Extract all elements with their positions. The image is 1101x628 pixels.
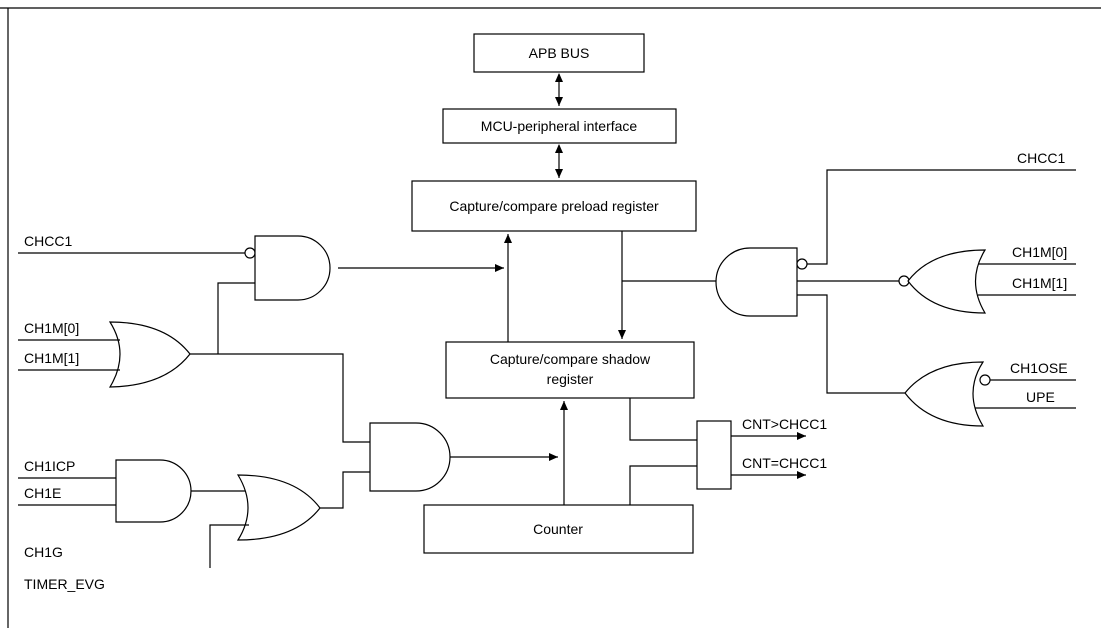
cnt-gt-label: CNT>CHCC1 <box>742 416 827 432</box>
preload-register-block: Capture/compare preload register <box>411 180 697 232</box>
shadow-register-block: Capture/compare shadow register <box>445 341 695 399</box>
preload-register-label: Capture/compare preload register <box>449 198 659 214</box>
shadow-register-label-2: register <box>547 371 594 387</box>
or4-gate <box>904 361 985 427</box>
and1-invert-bubble <box>244 247 256 259</box>
cnt-eq-label: CNT=CHCC1 <box>742 455 827 471</box>
or2-output-wire <box>320 471 370 509</box>
and1-gate <box>254 235 331 301</box>
chcc1-right-label: CHCC1 <box>1017 150 1065 166</box>
or4-invert-bubble <box>979 374 991 386</box>
apb-bus-block: APB BUS <box>473 33 645 73</box>
chcc1-right-wire <box>807 169 1076 265</box>
shadow-register-label-1: Capture/compare shadow <box>490 351 651 367</box>
upe-label: UPE <box>1026 389 1055 405</box>
or2-gate <box>236 474 321 541</box>
mcu-interface-label: MCU-peripheral interface <box>481 118 638 134</box>
and4-gate <box>715 247 798 317</box>
counter-label: Counter <box>533 521 583 537</box>
counter-to-comparator-wire <box>629 465 697 505</box>
shadow-to-comparator-wire <box>629 398 697 441</box>
counter-block: Counter <box>423 504 694 554</box>
ch1g-wire <box>209 524 249 568</box>
mcu-interface-block: MCU-peripheral interface <box>442 108 677 144</box>
timer-evg-label: TIMER_EVG <box>24 576 105 592</box>
or1-to-and1-wire <box>217 282 255 354</box>
and4-invert-bubble <box>796 258 808 270</box>
ch1g-label: CH1G <box>24 544 63 560</box>
chcc1-left-label: CHCC1 <box>24 233 72 249</box>
apb-bus-label: APB BUS <box>529 45 590 61</box>
ch1m0-right-label: CH1M[0] <box>1012 244 1067 260</box>
and4-to-or4-wire <box>797 294 905 394</box>
and2-gate <box>115 459 192 523</box>
and3-gate <box>369 422 451 492</box>
or1-output-wire <box>190 353 370 443</box>
ch1m1-left-label: CH1M[1] <box>24 350 79 366</box>
comparator-block <box>696 420 732 490</box>
ch1icp-label: CH1ICP <box>24 458 75 474</box>
ch1m1-right-label: CH1M[1] <box>1012 275 1067 291</box>
or3-gate <box>907 249 987 314</box>
ch1e-label: CH1E <box>24 485 61 501</box>
or1-gate <box>108 321 191 388</box>
ch1ose-label: CH1OSE <box>1010 360 1068 376</box>
ch1m0-left-label: CH1M[0] <box>24 320 79 336</box>
